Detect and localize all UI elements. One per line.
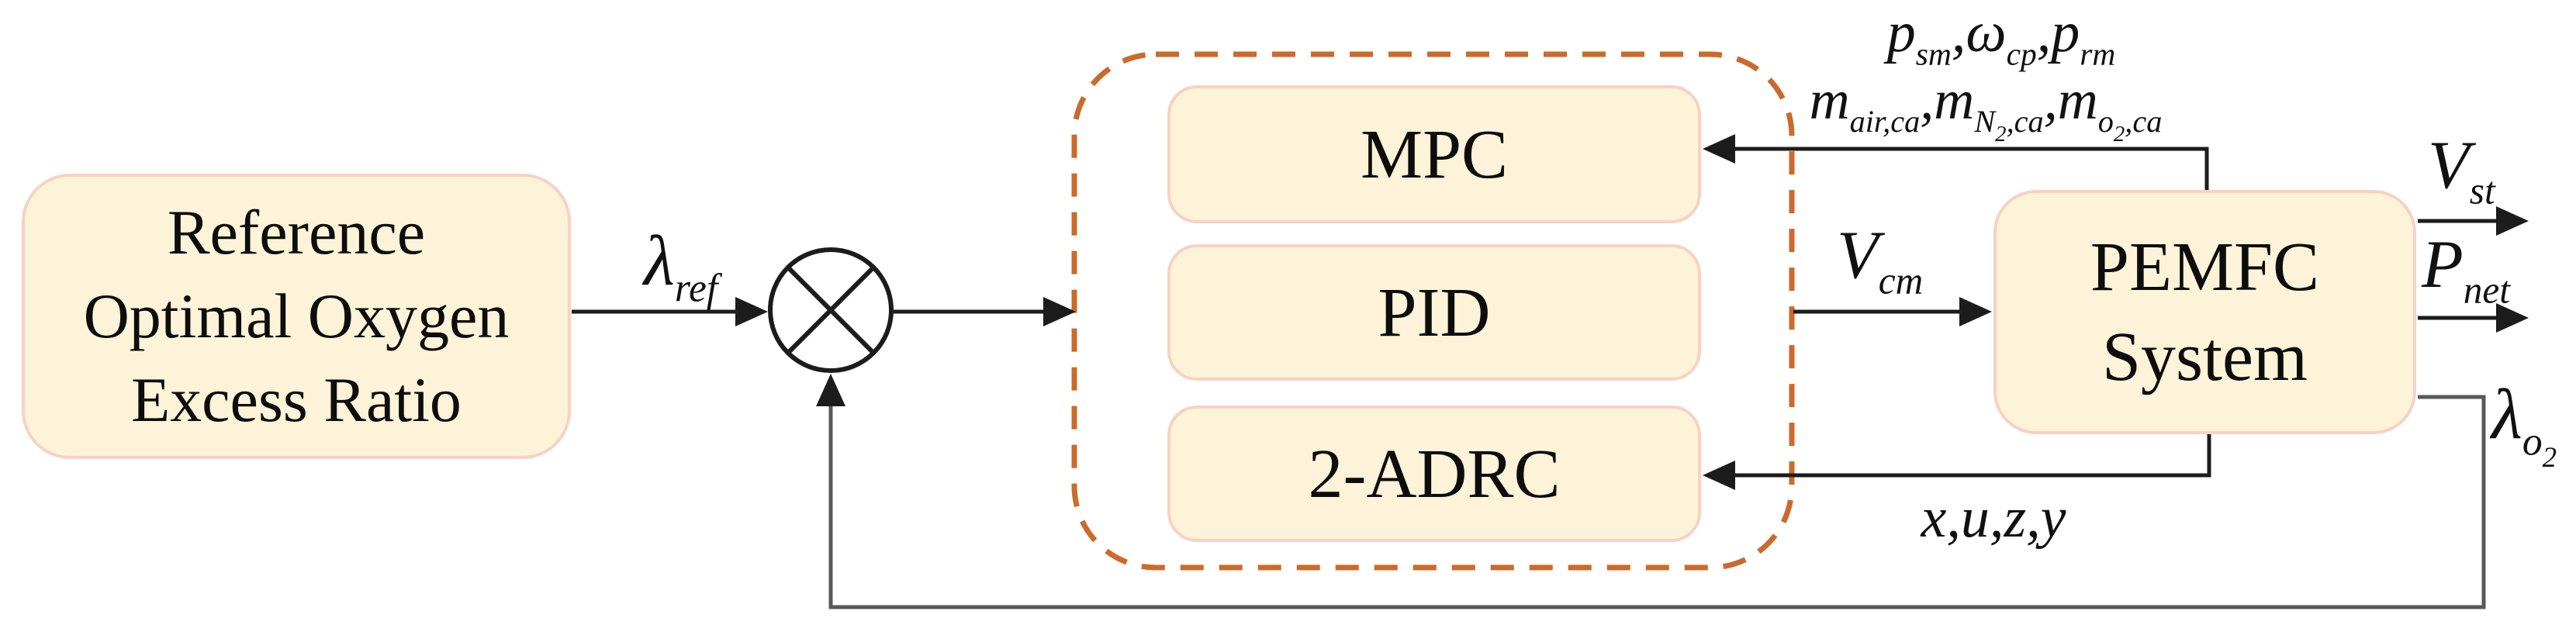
lambda-ref-label: λref — [644, 221, 718, 311]
vcm-base: V — [1837, 218, 1879, 293]
controller-group-dashed-box — [1071, 51, 1795, 571]
vcm-label: Vcm — [1837, 218, 1924, 302]
xuzy-label: x,u,z,y — [1921, 486, 2066, 550]
p-rm-sub: rm — [2080, 36, 2116, 72]
p-sm-sub: sm — [1915, 36, 1952, 72]
comma: , — [1951, 1, 1966, 64]
comma: , — [1920, 69, 1935, 131]
comma: , — [2036, 1, 2052, 64]
m-o2-base: m — [2057, 69, 2098, 131]
pid-label: PID — [1378, 274, 1491, 351]
pnet-base: P — [2422, 227, 2464, 302]
pid-block: PID — [1167, 244, 1701, 381]
pnet-label: Pnet — [2422, 227, 2510, 312]
adrc-label: 2-ADRC — [1308, 435, 1561, 512]
vcm-arrow — [1793, 297, 1992, 326]
vst-base: V — [2428, 128, 2470, 203]
lambda-o2-subsub: 2 — [2542, 440, 2557, 473]
lambda-o2-base: λ — [2491, 374, 2522, 454]
m-n2-sub-ca: ,ca — [2006, 103, 2044, 139]
lambda-o2-sub: o — [2522, 419, 2543, 464]
m-n2-sub: N — [1974, 103, 1996, 139]
p-rm-base: p — [2051, 1, 2080, 64]
m-o2-sub-ca: ,ca — [2125, 103, 2163, 139]
pemfc-line2: System — [2101, 318, 2308, 395]
error-to-controllers-arrow — [893, 297, 1076, 326]
m-o2-subsub: 2 — [2113, 121, 2125, 147]
mpc-block: MPC — [1167, 85, 1701, 223]
m-n2-base: m — [1934, 69, 1975, 131]
vcm-sub: cm — [1878, 259, 1924, 302]
lambda-o2-label: λo2 — [2491, 374, 2557, 473]
lambda-ref-sub: ref — [674, 266, 718, 311]
reference-line3: Excess Ratio — [131, 364, 462, 436]
pemfc-block: PEMFC System — [1993, 190, 2416, 434]
vst-label: Vst — [2428, 128, 2495, 212]
p-sm-base: p — [1886, 1, 1916, 64]
reference-line2: Optimal Oxygen — [83, 280, 510, 351]
m-air-base: m — [1809, 69, 1850, 131]
pemfc-line1: PEMFC — [2090, 229, 2320, 306]
mpc-label: MPC — [1360, 116, 1509, 193]
mass-signals-label: mair,ca,mN2,ca,mo2,ca — [1769, 69, 2203, 147]
m-n2-subsub: 2 — [1995, 121, 2007, 147]
m-o2-sub: o — [2097, 103, 2114, 139]
lambda-ref-base: λ — [644, 221, 675, 300]
vst-sub: st — [2469, 169, 2495, 212]
reference-line1: Reference — [167, 196, 426, 267]
reference-block: Reference Optimal Oxygen Excess Ratio — [22, 174, 571, 459]
lambda-ref-arrow — [572, 297, 768, 326]
mpc-feedback-arrow — [1703, 134, 2209, 190]
pnet-sub: net — [2463, 268, 2510, 312]
vst-arrow — [2418, 206, 2529, 236]
m-air-sub: air,ca — [1849, 103, 1921, 139]
lambda-o2-feedback-arrow — [816, 374, 2486, 609]
sum-junction — [768, 247, 894, 373]
pnet-arrow — [2418, 303, 2529, 333]
comma: , — [2043, 69, 2058, 131]
omega-cp-sub: cp — [2006, 36, 2037, 72]
omega-cp-base: ω — [1966, 1, 2007, 64]
adrc-feedback-arrow — [1703, 433, 2211, 490]
adrc-block: 2-ADRC — [1167, 406, 1701, 542]
pressure-signals-label: psm,ωcp,prm — [1846, 1, 2156, 72]
